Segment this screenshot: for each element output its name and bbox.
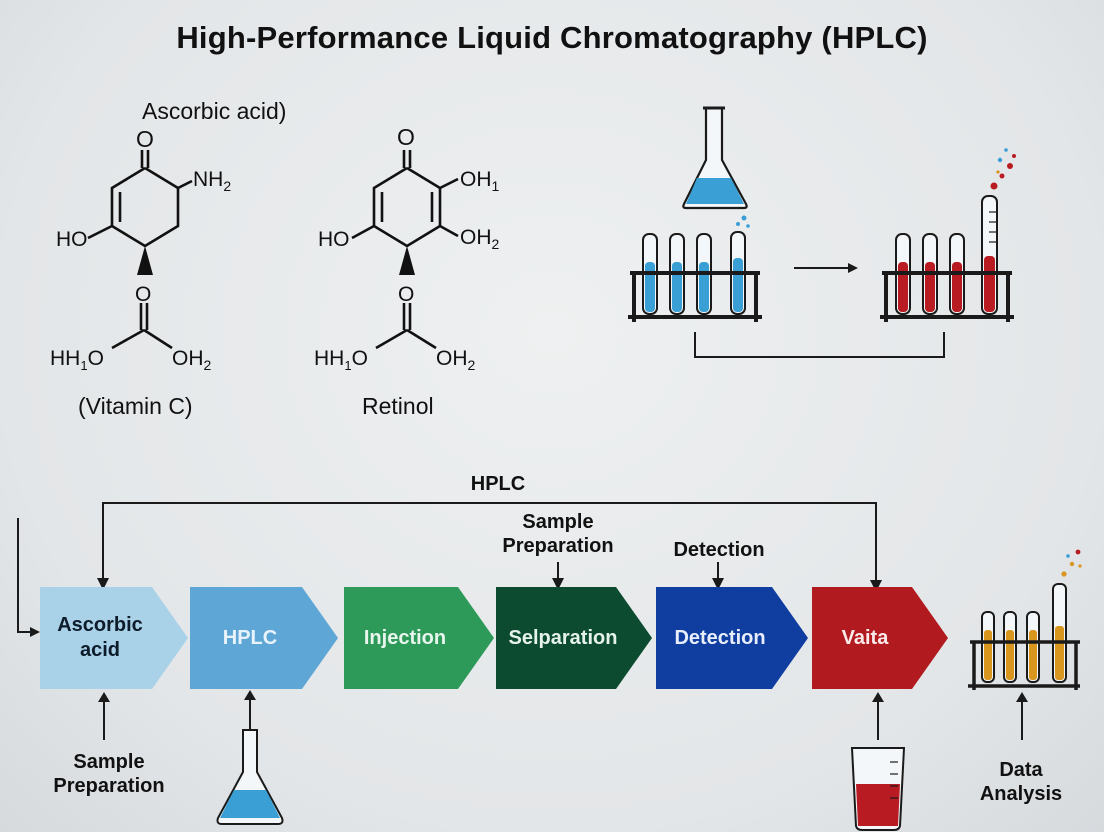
atom-hh-o: HH1O: [50, 347, 104, 374]
flask-icon: [682, 106, 748, 210]
test-tube-rack-blue-icon: [628, 215, 762, 322]
chevron-vaita: [812, 587, 948, 689]
step-separation[interactable]: Selparation: [508, 626, 618, 649]
atom-o-top: O: [397, 124, 415, 150]
atom-hh-o: HH1O: [314, 347, 368, 374]
atom-oh2: OH2: [436, 347, 476, 374]
step-injection[interactable]: Injection: [363, 626, 447, 649]
chevron-injection: [344, 587, 494, 689]
molecule-header: Ascorbic acid): [142, 98, 287, 124]
step-detection[interactable]: Detection: [674, 626, 766, 649]
atom-o-mid: O: [135, 283, 152, 306]
page-title: High-Performance Liquid Chromatography (…: [176, 20, 928, 55]
atom-oh1: OH1: [460, 168, 500, 195]
beaker-icon: [850, 747, 906, 831]
atom-oh2: OH2: [172, 347, 212, 374]
chevron-ascorbic-acid: [40, 587, 188, 689]
atom-nh2: NH2: [193, 168, 232, 195]
chevron-separation: [496, 587, 652, 689]
atom-oh2-ring: OH2: [460, 226, 500, 253]
flask-icon: [216, 729, 284, 825]
label-data-analysis: Data Analysis: [979, 759, 1063, 805]
atom-o-top: O: [136, 126, 154, 152]
bracket-connector: [694, 332, 945, 358]
step-hplc[interactable]: HPLC: [222, 626, 278, 649]
test-tube-rack-red-icon: [880, 148, 1016, 322]
step-ascorbic-acid[interactable]: Ascorbic acid: [57, 614, 143, 661]
step-vaita[interactable]: Vaita: [841, 626, 889, 649]
atom-o-mid: O: [398, 283, 415, 306]
molecule-caption-vitamin-c: (Vitamin C): [78, 393, 193, 419]
chevron-hplc: [190, 587, 338, 689]
arrow-right-icon: [794, 263, 858, 273]
test-tube-rack-amber-icon: [968, 549, 1082, 690]
label-sample-preparation-above: Sample Preparation: [502, 511, 614, 557]
atom-ho: HO: [318, 228, 350, 251]
chevron-detection: [656, 587, 808, 689]
label-sample-preparation-below: Sample Preparation: [53, 751, 165, 797]
atom-ho: HO: [56, 228, 88, 251]
loop-label-hplc: HPLC: [470, 473, 526, 495]
label-detection-above: Detection: [673, 539, 765, 561]
molecule-caption-retinol: Retinol: [362, 393, 434, 419]
